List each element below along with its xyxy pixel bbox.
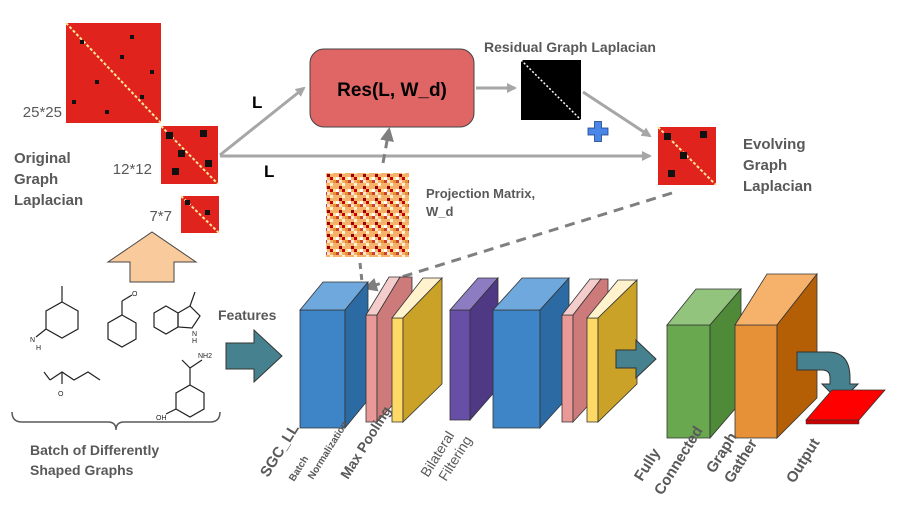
projection-line2: W_d	[426, 204, 454, 219]
plus-icon	[587, 121, 609, 142]
evolving-matrix	[657, 126, 717, 186]
block-max-pool	[391, 277, 443, 423]
batch-line2: Shaped Graphs	[30, 462, 134, 478]
right-arrow-icon-2	[615, 338, 657, 380]
atom-o-2: O	[58, 391, 64, 398]
matrix-7x7	[180, 195, 220, 234]
atom-n-2: N	[192, 331, 197, 338]
batch-bracket	[11, 411, 221, 431]
atom-o-1: O	[132, 291, 138, 298]
features-label: Features	[218, 307, 277, 323]
l-label-bottom: L	[264, 162, 274, 181]
residual-matrix	[520, 59, 582, 121]
projection-matrix	[326, 173, 409, 257]
l-label-top: L	[252, 93, 262, 112]
block-sgc-ll	[299, 280, 369, 430]
original-laplacian-line3: Laplacian	[14, 192, 83, 209]
dashed-arrow-evolving-to-net	[363, 191, 673, 292]
atom-h-1: H	[36, 345, 41, 352]
original-laplacian-line1: Original	[14, 150, 71, 167]
atom-n-1: N	[30, 337, 35, 344]
evolving-line3: Laplacian	[743, 178, 812, 195]
up-arrow-icon	[106, 231, 198, 283]
size-label-7: 7*7	[149, 208, 172, 225]
output-block-edge	[805, 419, 860, 425]
block-sgc-ll-2	[492, 276, 570, 430]
size-label-12: 12*12	[113, 161, 152, 178]
right-arrow-icon	[225, 328, 283, 384]
dashed-arrow-proj-down	[358, 262, 364, 283]
atom-nh2: NH2	[198, 353, 212, 360]
arrow-to-res	[219, 86, 306, 157]
output-block	[805, 389, 886, 421]
matrix-12x12	[160, 125, 219, 185]
batch-line1: Batch of Differently	[30, 442, 159, 458]
block-fully-connected	[666, 287, 742, 440]
evolving-line1: Evolving	[743, 136, 806, 153]
original-laplacian-line2: Graph	[14, 171, 58, 188]
size-label-25: 25*25	[23, 104, 62, 121]
atom-oh: OH	[156, 415, 167, 422]
res-box	[309, 48, 475, 128]
matrix-25x25	[65, 22, 162, 124]
label-batch-norm-1: Batch	[287, 454, 311, 483]
molecule-graphs	[35, 286, 205, 418]
residual-label: Residual Graph Laplacian	[484, 39, 656, 55]
block-bilateral	[449, 276, 499, 422]
arrow-residual-to-evolving	[582, 90, 652, 138]
label-output: Output	[783, 435, 823, 486]
dashed-arrow-proj-to-res	[380, 127, 394, 164]
res-box-label: Res(L, W_d)	[337, 80, 447, 101]
evolving-line2: Graph	[743, 157, 787, 174]
projection-line1: Projection Matrix,	[426, 186, 535, 201]
atom-h-2: H	[192, 338, 197, 345]
